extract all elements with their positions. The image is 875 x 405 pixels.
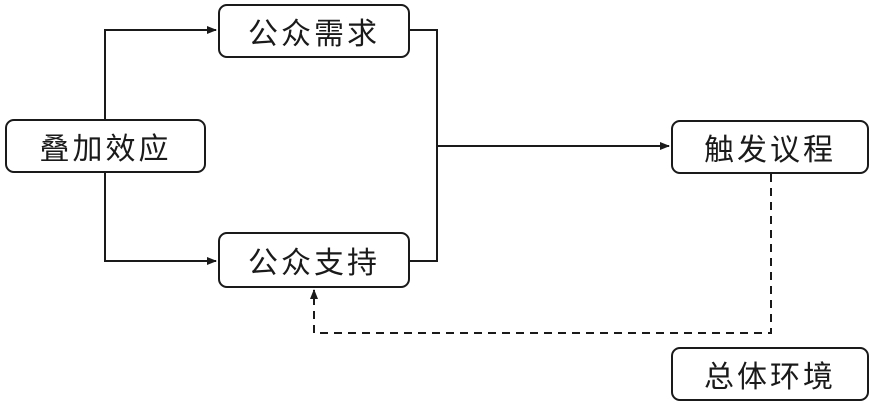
bracket-public-demand (410, 29, 438, 146)
node-trigger-agenda: 触发议程 (671, 120, 869, 174)
node-public-support: 公众支持 (218, 232, 410, 288)
arrow-superposition-to-public-demand (104, 26, 217, 119)
arrow-superposition-to-public-support (104, 173, 217, 265)
node-public-demand: 公众需求 (218, 4, 410, 58)
node-superposition-effect: 叠加效应 (5, 119, 206, 173)
node-overall-environment: 总体环境 (671, 347, 869, 401)
dashed-feedback-trigger-to-public-support (310, 174, 772, 334)
bracket-public-support (410, 146, 438, 262)
